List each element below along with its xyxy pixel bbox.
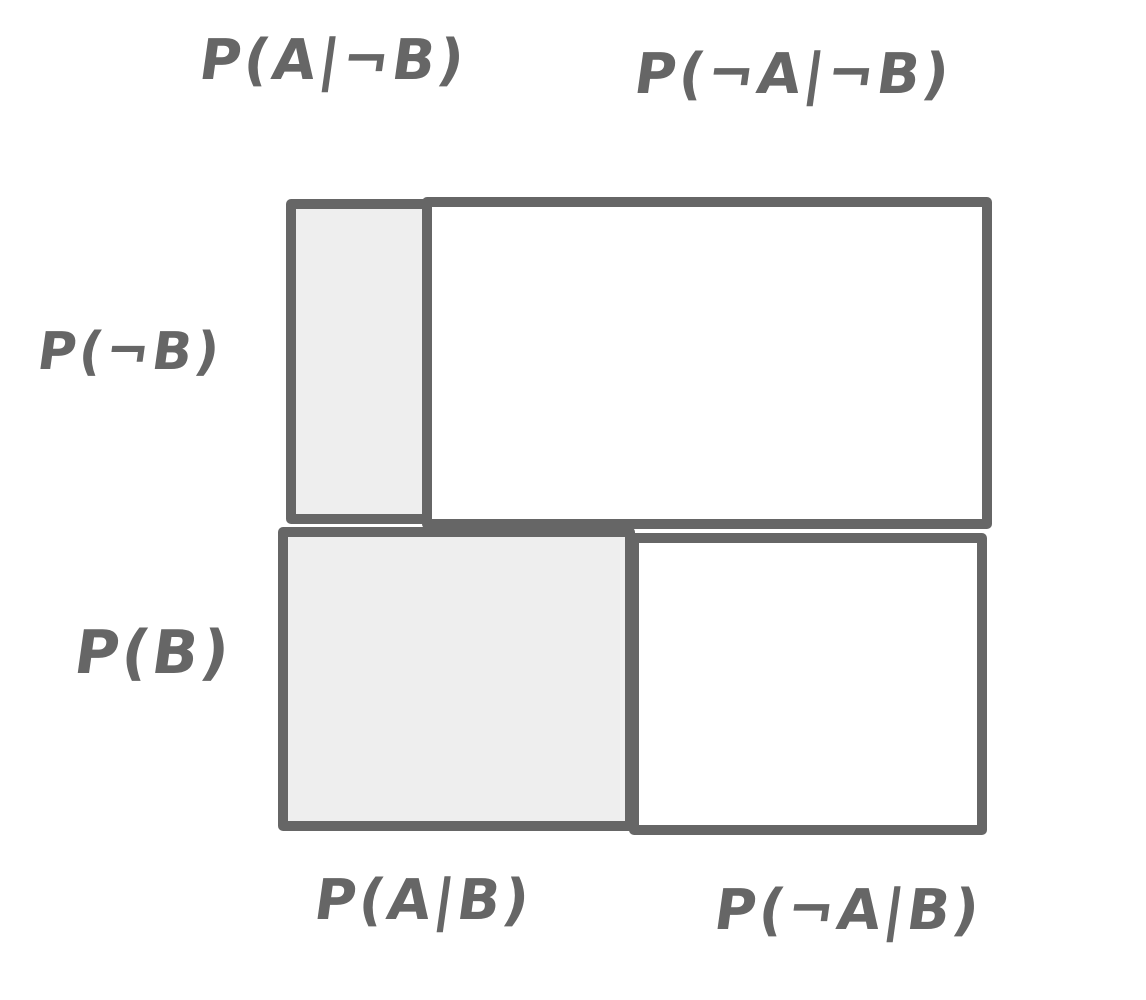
label-p-not-a-given-b: P(¬A|B): [710, 878, 987, 943]
cell-a-given-not-b: [286, 199, 432, 524]
label-p-a-given-not-b: P(A|¬B): [195, 28, 472, 93]
cell-not-a-given-b: [629, 533, 987, 835]
label-p-not-a-given-not-b: P(¬A|¬B): [630, 42, 957, 107]
cell-not-a-given-not-b: [422, 197, 992, 529]
cell-a-given-b: [278, 527, 635, 831]
label-p-a-given-b: P(A|B): [310, 868, 537, 933]
label-p-b: P(B): [70, 618, 237, 688]
label-p-not-b: P(¬B): [33, 322, 227, 382]
